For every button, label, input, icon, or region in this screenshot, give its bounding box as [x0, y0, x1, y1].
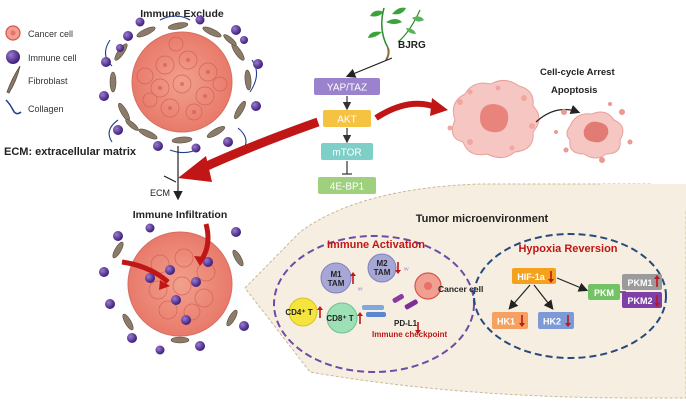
svg-text:CD8⁺ T: CD8⁺ T: [326, 314, 353, 323]
4e-bp1-box: 4E-BP1: [318, 177, 376, 194]
mtor-box: mTOR: [321, 143, 373, 160]
svg-text:M1: M1: [330, 270, 342, 279]
collagen-icon: [5, 99, 22, 115]
cell-cycle-arrest-label: Cell-cycle Arrest: [540, 67, 615, 78]
hk2-label: HK2: [543, 317, 561, 327]
akt-to-ecm-arrow: [196, 117, 320, 175]
svg-text:M2: M2: [376, 259, 388, 268]
pkm2-box: PKM2: [622, 292, 662, 308]
svg-text:TAM: TAM: [374, 268, 391, 277]
immune-exclude-title: Immune Exclude: [140, 8, 224, 20]
akt-box: AKT: [323, 110, 371, 127]
hypoxia-reversion-title: Hypoxia Reversion: [518, 243, 617, 255]
immune-infiltration-tumor: [99, 220, 260, 355]
legend-label-cancer: Cancer cell: [28, 29, 73, 39]
yap-taz-box: YAP/TAZ: [314, 78, 380, 95]
immune-exclude-tumor: [99, 15, 263, 154]
legend-label-fibroblast: Fibroblast: [28, 76, 68, 86]
ecm-definition-label: ECM: extracellular matrix: [4, 146, 137, 158]
arrested-cancer-cell: [447, 80, 540, 158]
legend-label-immune: Immune cell: [28, 53, 77, 63]
cd4-t-cell: CD4⁺ T: [285, 297, 323, 327]
infiltration-arrow-left: [121, 259, 170, 284]
hk1-box: HK1: [492, 312, 528, 329]
bjrg-label: BJRG: [398, 40, 426, 51]
immune-cell-icon: [6, 50, 20, 64]
bjrg-to-yap-arrow: [345, 57, 393, 78]
hypoxia-reversion-panel: Hypoxia Reversion HIF-1a HK1 HK2 PKM: [473, 233, 667, 359]
svg-text:ᵛᵛ: ᵛᵛ: [357, 287, 363, 294]
pkm2-label: PKM2: [627, 296, 652, 306]
immune-activation-title: Immune Activation: [327, 239, 425, 251]
yap-taz-label: YAP/TAZ: [327, 83, 367, 94]
cancer-cell-icon: [5, 25, 21, 41]
hif-box: HIF-1a: [512, 268, 556, 284]
ecm-inhibit-line: [163, 175, 177, 183]
pkm1-box: PKM1: [622, 274, 662, 290]
svg-text:CD4⁺ T: CD4⁺ T: [285, 308, 312, 317]
legend: Cancer cell Immune cell Fibroblast Colla…: [5, 25, 77, 115]
pkm-box: PKM: [588, 284, 620, 300]
svg-text:TAM: TAM: [328, 279, 345, 288]
hk2-box: HK2: [538, 312, 574, 329]
arrest-to-apoptosis-arrow: [535, 105, 581, 123]
hk1-label: HK1: [497, 317, 515, 327]
immune-infiltration-title: Immune Infiltration: [133, 209, 228, 221]
legend-label-collagen: Collagen: [28, 104, 64, 114]
cancer-cell-target: Cancer cell: [414, 272, 483, 300]
cancer-cell-label: Cancer cell: [438, 284, 483, 294]
pkm-label: PKM: [594, 288, 614, 298]
cd8-t-cell: CD8⁺ T: [326, 302, 363, 334]
pkm1-label: PKM1: [627, 278, 652, 288]
hif-to-hk2-arrow: [533, 284, 554, 310]
checkpoint-receptors: [362, 294, 418, 317]
4e-bp1-label: 4E-BP1: [330, 182, 365, 193]
hif-label: HIF-1a: [517, 272, 546, 282]
akt-label: AKT: [337, 115, 356, 126]
pd-l1-label: PD-L1: [394, 319, 418, 328]
svg-text:ᵛᵛ: ᵛᵛ: [403, 267, 409, 274]
hif-to-pkm-arrow: [556, 277, 589, 292]
ecm-label: ECM: [150, 188, 170, 198]
fibroblast-icon: [6, 65, 21, 94]
apoptosis-label: Apoptosis: [551, 85, 597, 96]
apoptotic-cell: [554, 102, 633, 163]
immune-checkpoint-label: Immune checkpoint: [372, 330, 447, 339]
m1-tam-cell: M1 TAM: [320, 262, 356, 294]
herb-plant-icon: [368, 7, 424, 61]
tme-title: Tumor microenvironment: [416, 213, 549, 225]
hif-to-hk1-arrow: [508, 284, 531, 310]
mtor-label: mTOR: [332, 148, 361, 159]
m2-tam-cell: M2 TAM: [367, 253, 401, 283]
immune-activation-panel: Immune Activation M1 TAM M2 TAM ᵛᵛ ᵛᵛ Ca…: [273, 235, 483, 373]
akt-to-arrest-arrow: [374, 100, 440, 121]
